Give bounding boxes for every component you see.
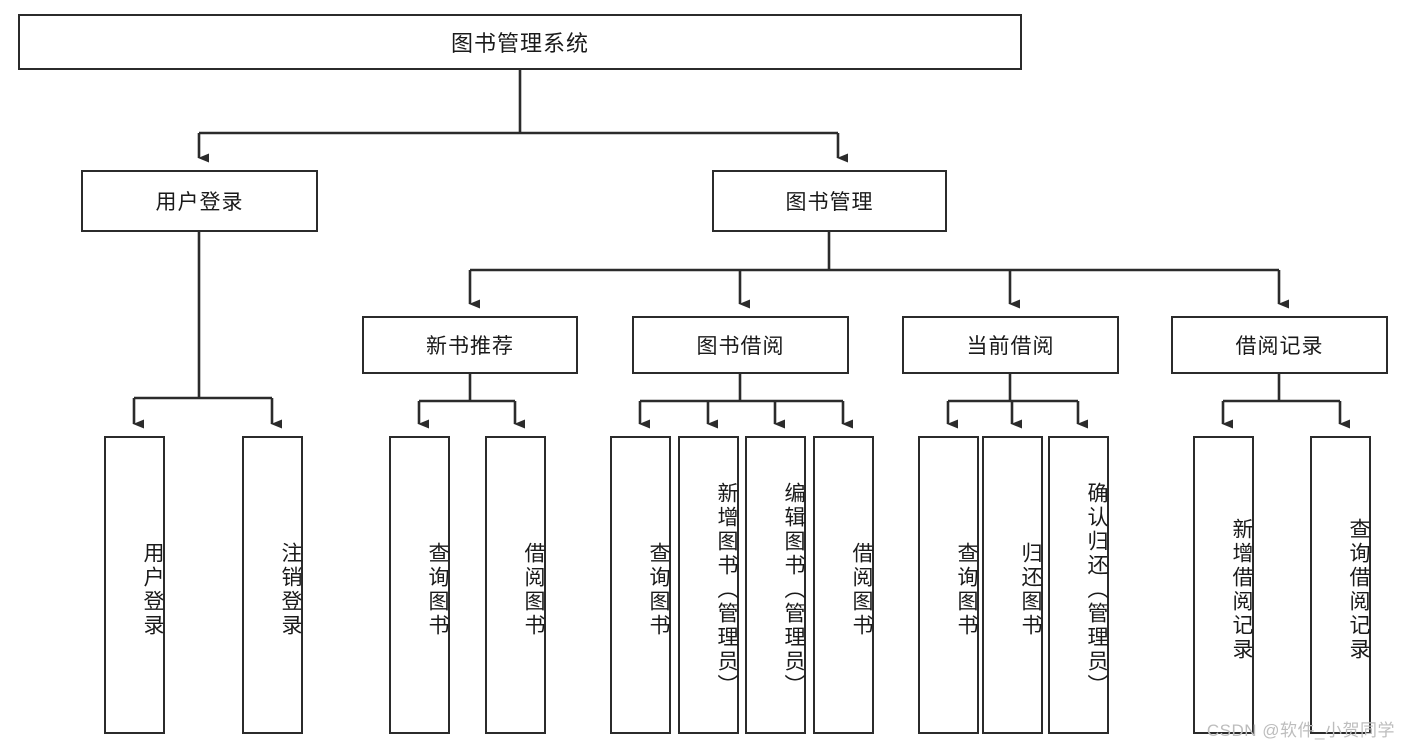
node-leaf-return-book[interactable]: 归还图书	[982, 436, 1043, 734]
node-leaf-borrow-book-2-label: 借阅图书	[850, 542, 873, 638]
node-leaf-borrow-book-1[interactable]: 借阅图书	[485, 436, 546, 734]
node-root-label: 图书管理系统	[450, 31, 589, 56]
node-book-manage-label: 图书管理	[785, 191, 874, 214]
node-root[interactable]: 图书管理系统	[18, 14, 1022, 70]
node-leaf-query-record-label: 查询借阅记录	[1347, 518, 1370, 662]
node-user-login[interactable]: 用户登录	[81, 170, 318, 232]
node-leaf-query-record[interactable]: 查询借阅记录	[1310, 436, 1371, 734]
node-leaf-add-book-label: 新增图书（管理员）	[715, 482, 738, 698]
node-leaf-confirm-return[interactable]: 确认归还（管理员）	[1048, 436, 1109, 734]
node-leaf-edit-book-label: 编辑图书（管理员）	[782, 482, 805, 698]
node-leaf-return-book-label: 归还图书	[1019, 542, 1042, 638]
node-leaf-user-logout[interactable]: 注销登录	[242, 436, 303, 734]
node-leaf-user-login-label: 用户登录	[141, 542, 164, 638]
node-leaf-query-book-2[interactable]: 查询图书	[610, 436, 671, 734]
csdn-watermark: CSDN @软件_小贺同学	[1206, 721, 1395, 740]
node-borrow-record-label: 借阅记录	[1235, 335, 1324, 358]
node-leaf-add-record[interactable]: 新增借阅记录	[1193, 436, 1254, 734]
node-leaf-query-book-3[interactable]: 查询图书	[918, 436, 979, 734]
node-leaf-borrow-book-2[interactable]: 借阅图书	[813, 436, 874, 734]
node-current-borrow-label: 当前借阅	[966, 335, 1055, 358]
node-leaf-query-book-1-label: 查询图书	[426, 542, 449, 638]
node-user-login-label: 用户登录	[155, 191, 244, 214]
node-leaf-user-logout-label: 注销登录	[279, 542, 302, 638]
node-current-borrow[interactable]: 当前借阅	[902, 316, 1119, 374]
node-leaf-confirm-return-label: 确认归还（管理员）	[1085, 482, 1108, 698]
node-leaf-query-book-1[interactable]: 查询图书	[389, 436, 450, 734]
node-leaf-query-book-2-label: 查询图书	[647, 542, 670, 638]
node-book-borrow[interactable]: 图书借阅	[632, 316, 849, 374]
node-leaf-add-book[interactable]: 新增图书（管理员）	[678, 436, 739, 734]
node-leaf-borrow-book-1-label: 借阅图书	[522, 542, 545, 638]
node-book-manage[interactable]: 图书管理	[712, 170, 947, 232]
node-leaf-user-login[interactable]: 用户登录	[104, 436, 165, 734]
node-leaf-add-record-label: 新增借阅记录	[1230, 518, 1253, 662]
node-book-borrow-label: 图书借阅	[696, 335, 785, 358]
node-borrow-record[interactable]: 借阅记录	[1171, 316, 1388, 374]
node-new-book-recommend[interactable]: 新书推荐	[362, 316, 578, 374]
node-new-book-recommend-label: 新书推荐	[426, 335, 514, 358]
node-leaf-query-book-3-label: 查询图书	[955, 542, 978, 638]
node-leaf-edit-book[interactable]: 编辑图书（管理员）	[745, 436, 806, 734]
